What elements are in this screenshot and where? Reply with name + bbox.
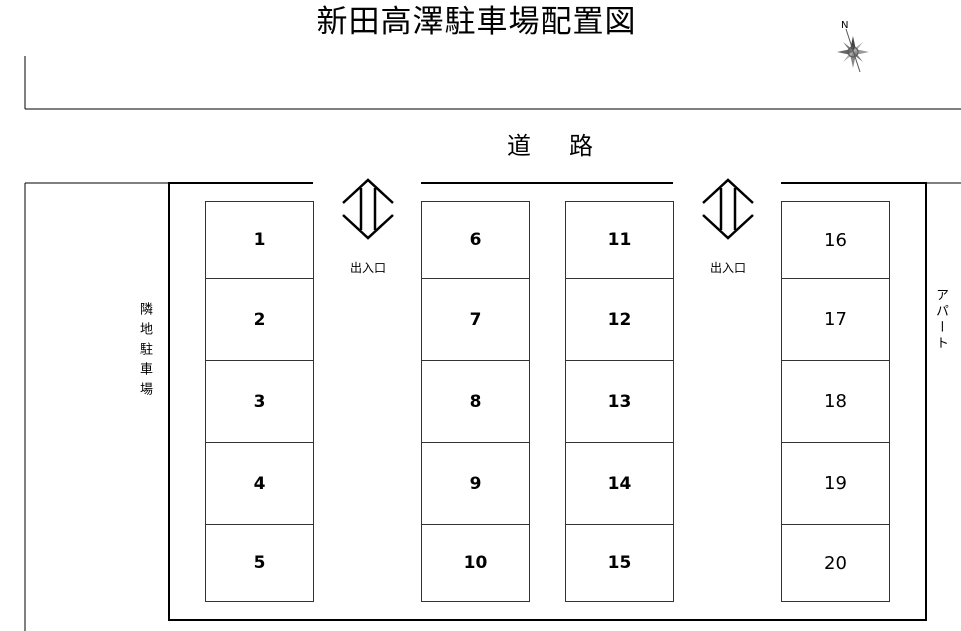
parking-space: 15 [565,524,674,602]
parking-space: 11 [565,201,674,279]
parking-space: 1 [205,201,314,279]
page-title: 新田高澤駐車場配置図 [316,4,637,40]
parking-space: 10 [421,524,530,602]
compass-north-label: N [841,20,849,31]
parking-space: 16 [781,201,890,279]
entrance-label-2: 出入口 [709,261,746,275]
parking-space: 19 [781,442,890,525]
parking-space: 6 [421,201,530,279]
parking-space: 5 [205,524,314,602]
parking-space: 3 [205,360,314,443]
parking-space: 8 [421,360,530,443]
parking-space: 2 [205,278,314,361]
parking-space: 20 [781,524,890,602]
entrance-label-1: 出入口 [349,261,386,275]
parking-space: 7 [421,278,530,361]
parking-space: 9 [421,442,530,525]
road-label: 道路 [507,132,593,160]
parking-space: 4 [205,442,314,525]
left-neighbor-label: 隣地駐車場 [137,302,152,402]
parking-space: 18 [781,360,890,443]
parking-space: 12 [565,278,674,361]
right-neighbor-label: アパート [933,288,948,352]
parking-space: 13 [565,360,674,443]
parking-space: 17 [781,278,890,361]
parking-space: 14 [565,442,674,525]
